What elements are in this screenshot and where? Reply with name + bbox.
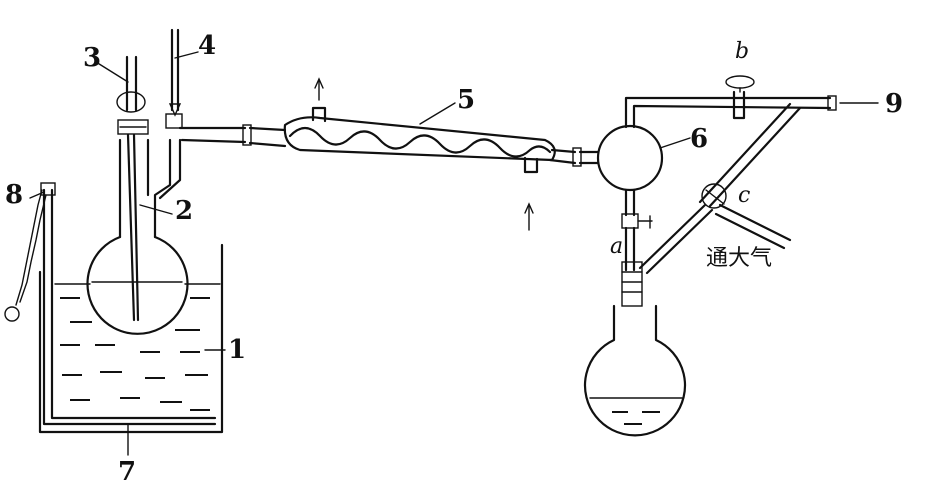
label-1: 1 — [228, 335, 246, 365]
condenser-5 — [283, 77, 556, 231]
label-2: 2 — [175, 196, 193, 226]
label-c: c — [738, 183, 750, 208]
label-a: a — [610, 234, 623, 259]
label-to-atmosphere: 通大气 — [706, 246, 772, 271]
label-8: 8 — [5, 180, 23, 210]
vacuum-line — [624, 75, 879, 275]
label-9: 9 — [885, 89, 903, 119]
side-arm — [178, 124, 287, 148]
label-5: 5 — [457, 85, 475, 115]
label-4: 4 — [198, 31, 216, 61]
receiver-connector — [548, 147, 600, 167]
inlet-tube-7 — [40, 182, 217, 456]
receiver-bulb-6 — [596, 124, 691, 272]
label-3: 3 — [83, 43, 101, 73]
water-bath — [38, 243, 226, 434]
screw-clamp-8 — [4, 189, 47, 322]
label-b: b — [735, 39, 749, 64]
capillary-tube-3 — [95, 55, 146, 322]
thermometer-4 — [168, 28, 199, 117]
water-dashes — [60, 297, 210, 411]
label-6: 6 — [690, 124, 708, 154]
label-7: 7 — [118, 457, 136, 486]
receiving-flask — [583, 261, 687, 437]
